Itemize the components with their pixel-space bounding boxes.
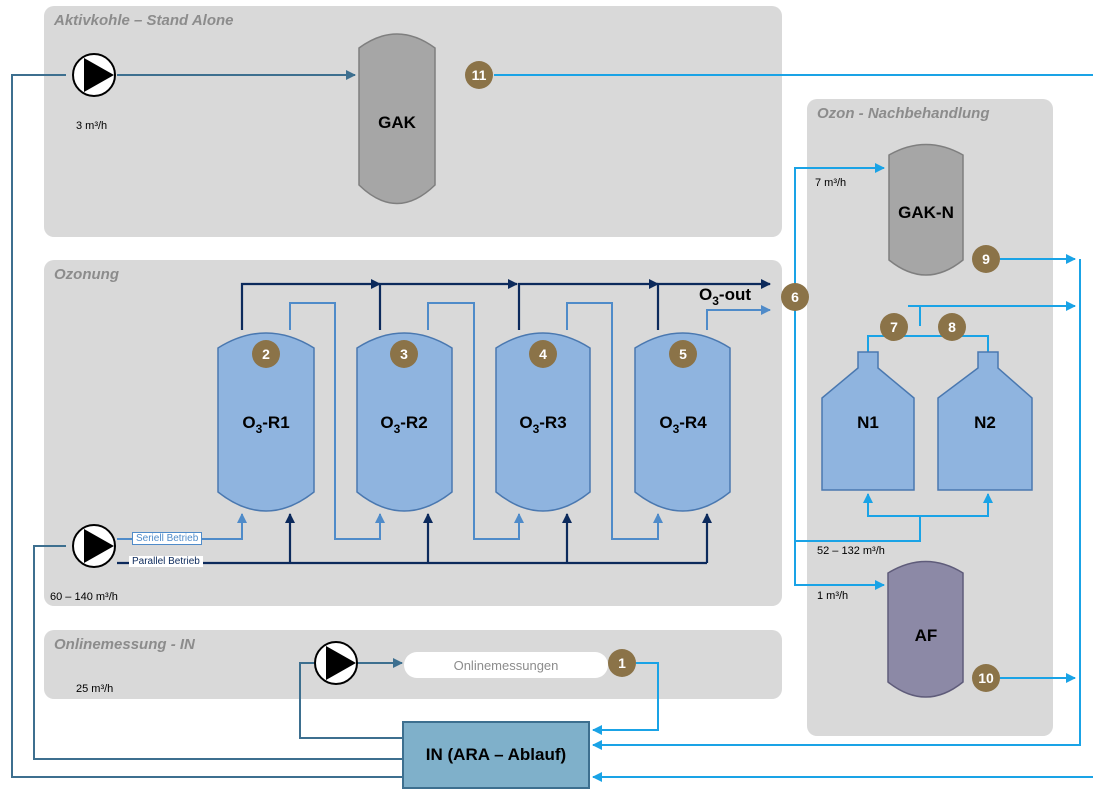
gak-n-vessel [888,143,964,276]
o3-r4-vessel [634,332,731,512]
svg-text:8: 8 [948,319,956,335]
onlinemessungen-box: Onlinemessungen [404,652,608,678]
badge-8: 8 [938,313,966,341]
n2-vessel [937,351,1033,491]
panel-ozonung-title: Ozonung [54,266,119,283]
o3-r2-vessel [356,332,453,512]
pump-icon [72,524,116,568]
o3-r4-label: O3-R4 [659,413,707,436]
panel-online-title: Onlinemessung - IN [54,636,195,653]
ozon-flow-label: 60 – 140 m³/h [50,591,118,603]
pump-icon [72,53,116,97]
parallel-lines [117,279,771,565]
seriell-label: Seriell Betrieb [132,532,203,545]
svg-text:4: 4 [539,346,547,362]
af-vessel [887,560,964,698]
af-flow-label: 1 m³/h [817,590,849,602]
badge-4: 4 [529,340,557,368]
svg-text:6: 6 [791,289,799,305]
svg-text:3: 3 [400,346,408,362]
in-feed-lines [11,70,403,778]
svg-text:1: 1 [618,655,626,671]
n1-label: N1 [857,413,879,432]
parallel-label: Parallel Betrieb [129,556,203,567]
gak-n-label: GAK-N [898,203,954,222]
in-ara-ablauf-box: IN (ARA – Ablauf) [402,721,590,789]
o3-r1-vessel [217,332,315,512]
pump-icon [314,641,358,685]
n-flow-label: 52 – 132 m³/h [817,545,885,557]
online-flow-label: 25 m³/h [76,683,114,695]
svg-text:5: 5 [679,346,687,362]
badge-10: 10 [972,664,1000,692]
badge-9: 9 [972,245,1000,273]
badge-5: 5 [669,340,697,368]
panel-nachbehandlung-title: Ozon - Nachbehandlung [817,105,990,122]
svg-text:11: 11 [472,67,487,83]
effluent-lines [494,74,1093,782]
o3-r3-label: O3-R3 [519,413,566,436]
badge-1: 1 [608,649,636,677]
n2-label: N2 [974,413,996,432]
badge-3: 3 [390,340,418,368]
badge-7: 7 [880,313,908,341]
panel-aktivkohle-title: Aktivkohle – Stand Alone [54,12,234,29]
o3-r3-vessel [495,332,591,512]
svg-text:9: 9 [982,251,990,267]
o3-r2-label: O3-R2 [380,413,427,436]
svg-text:7: 7 [890,319,898,335]
o3-out-label: O3-out [699,285,751,308]
svg-text:2: 2 [262,346,270,362]
gak-flow-label: 3 m³/h [76,120,108,132]
gak-label: GAK [378,113,417,132]
gakn-flow-label: 7 m³/h [815,177,847,189]
af-label: AF [915,626,938,645]
serial-lines [117,302,771,540]
badge-6: 6 [781,283,809,311]
gak-vessel [358,33,436,205]
svg-text:10: 10 [978,670,994,686]
badge-2: 2 [252,340,280,368]
o3-r1-label: O3-R1 [242,413,289,436]
badge-11: 11 [465,61,493,89]
n1-vessel [821,351,915,491]
n-tank-lines [795,335,993,542]
